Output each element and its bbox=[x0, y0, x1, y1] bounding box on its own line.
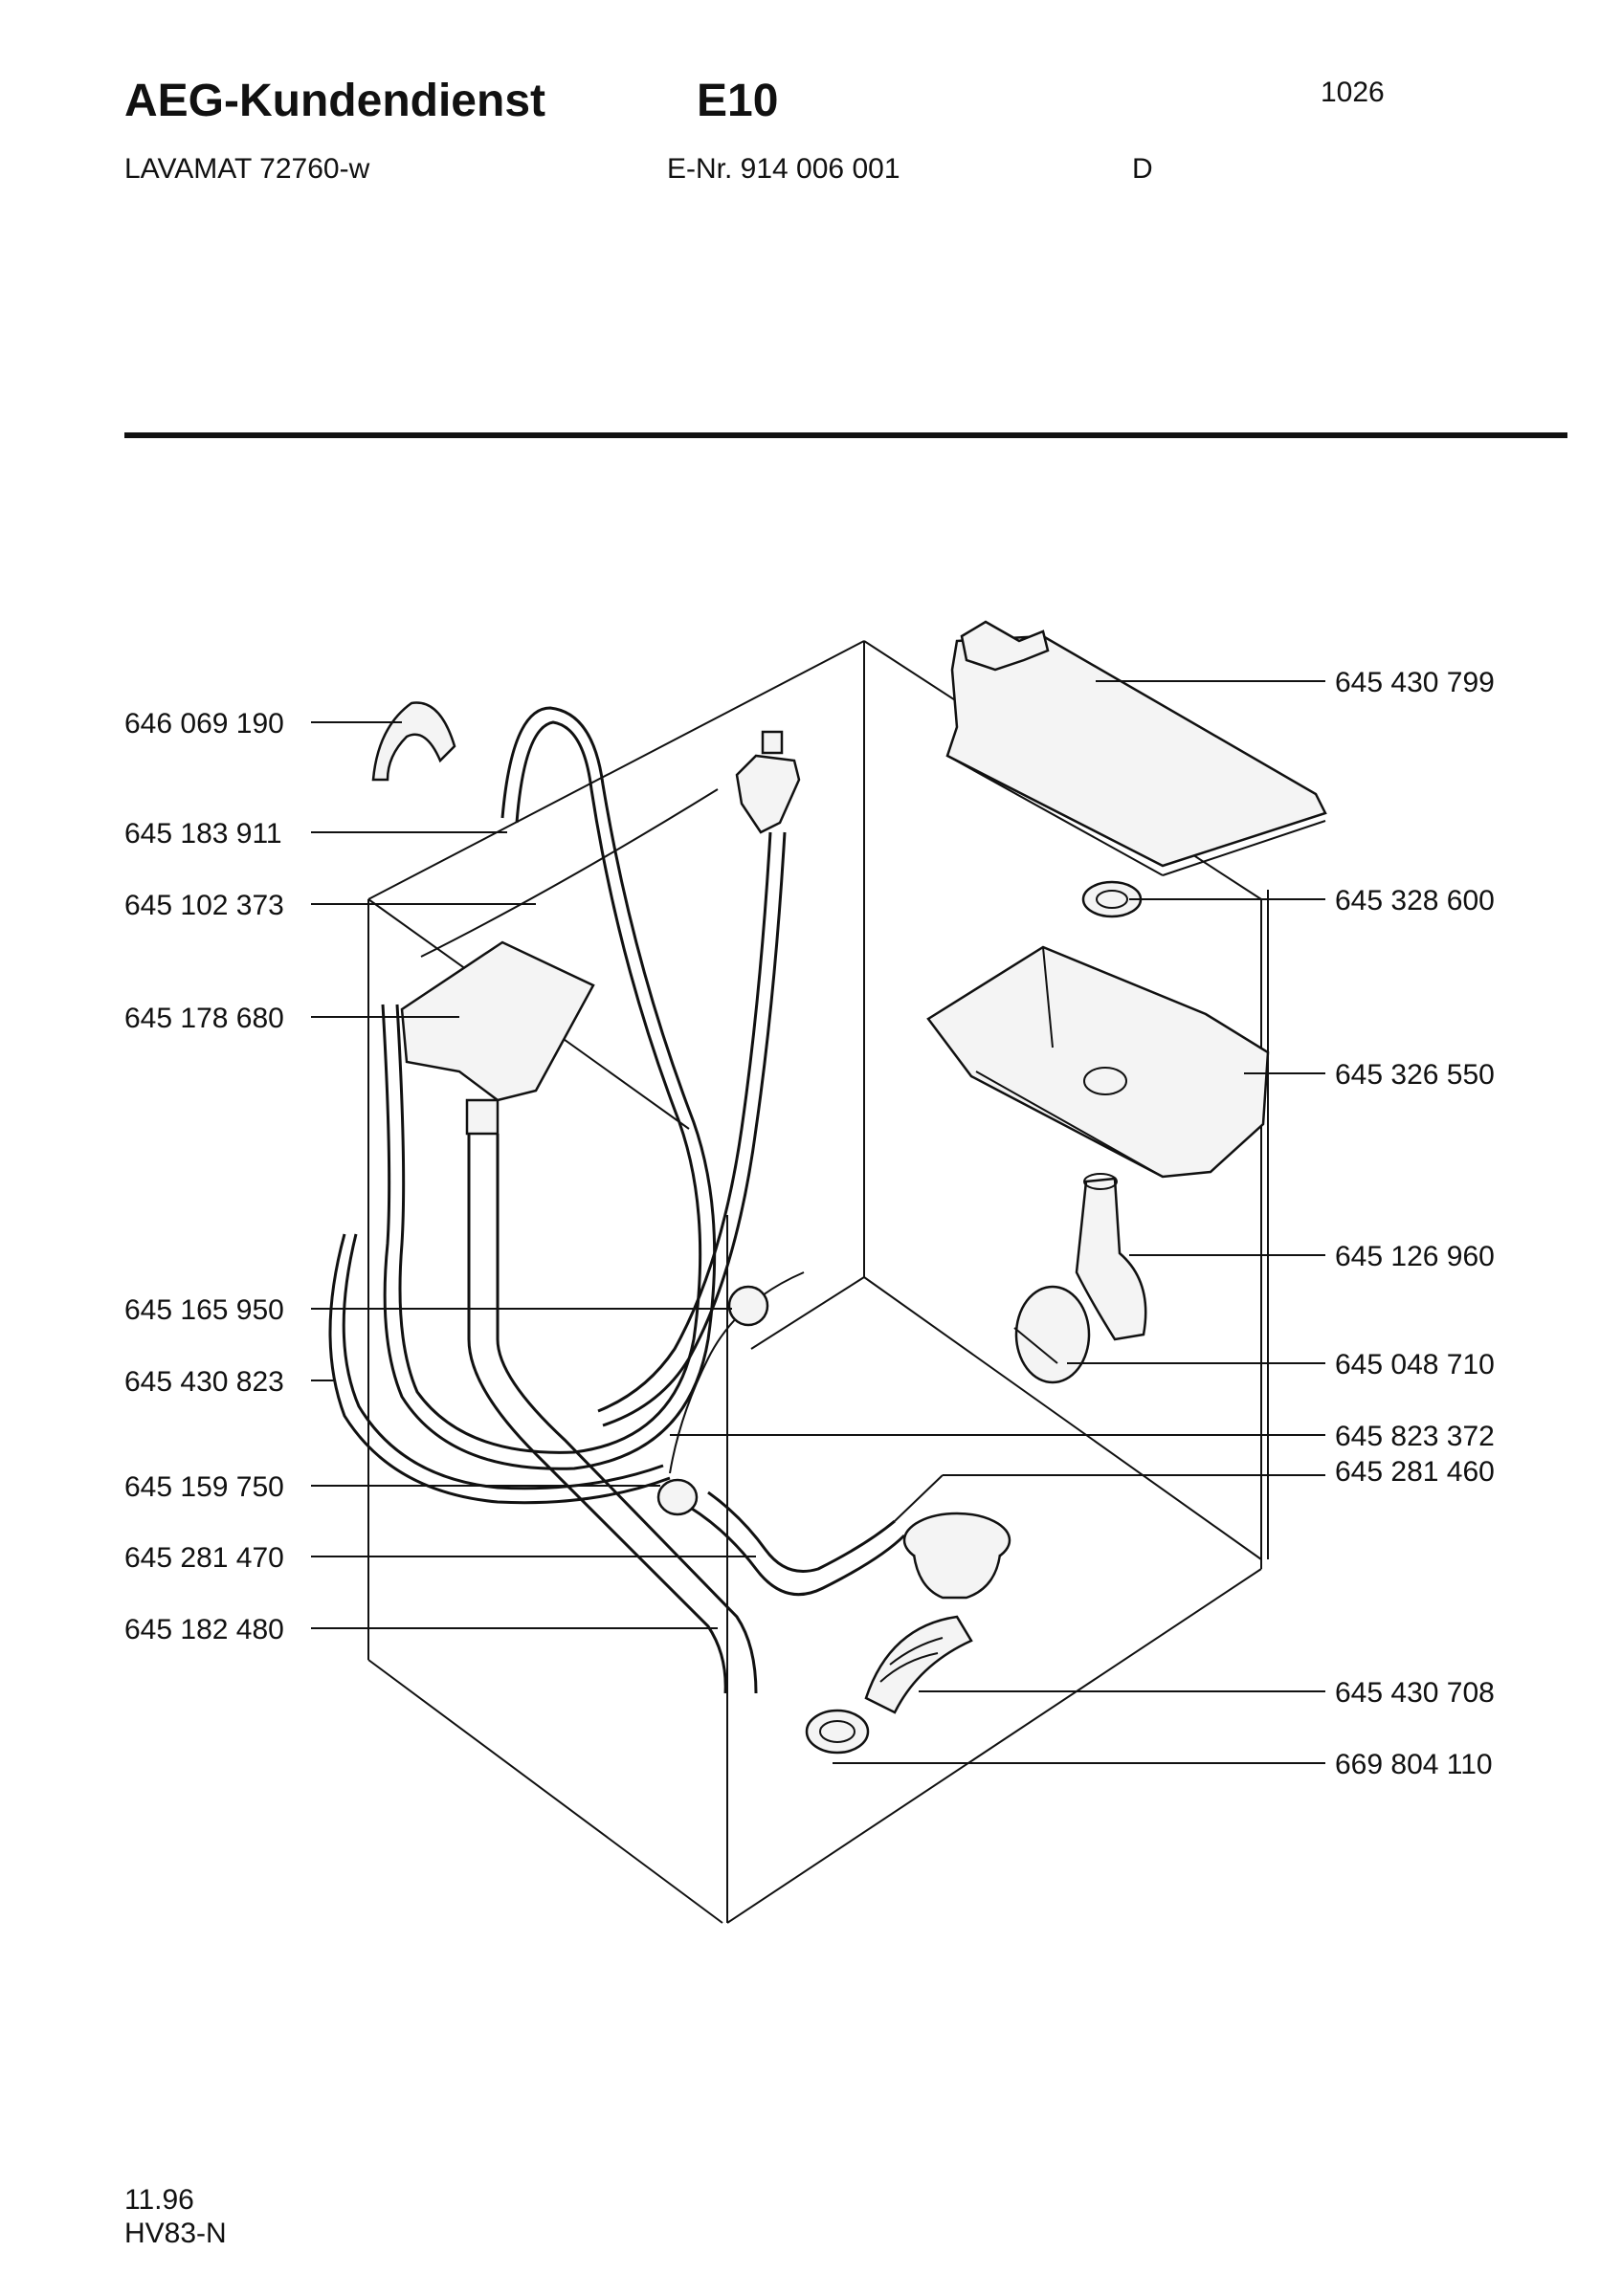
part-number: 645 048 710 bbox=[1335, 1349, 1495, 1380]
drain-pipe bbox=[467, 1134, 758, 1694]
solenoid-valve bbox=[735, 730, 801, 834]
part-number: 645 126 960 bbox=[1335, 1241, 1495, 1272]
inner-hose bbox=[597, 831, 787, 1427]
part-number: 645 182 480 bbox=[124, 1614, 284, 1645]
brand-title: AEG-Kundendienst bbox=[124, 76, 545, 126]
bellows bbox=[864, 1615, 973, 1714]
callouts-left bbox=[311, 721, 756, 1629]
part-number: 645 159 750 bbox=[124, 1471, 284, 1503]
part-number: 645 328 600 bbox=[1335, 885, 1495, 916]
model-name: LAVAMAT 72760-w bbox=[124, 153, 370, 185]
e-number: E-Nr. 914 006 001 bbox=[667, 153, 900, 185]
part-number: 669 804 110 bbox=[1335, 1749, 1493, 1780]
part-number: 645 326 550 bbox=[1335, 1059, 1495, 1091]
grommet bbox=[656, 1285, 769, 1516]
part-number: 645 178 680 bbox=[124, 1003, 284, 1034]
soap-box bbox=[400, 940, 595, 1136]
part-number: 645 183 911 bbox=[124, 818, 282, 850]
cabinet-frame bbox=[367, 640, 1269, 1924]
footer-code: HV83-N bbox=[124, 2218, 227, 2249]
part-number: 645 281 470 bbox=[124, 1542, 284, 1574]
hose-bracket bbox=[371, 701, 456, 782]
callouts-right bbox=[670, 680, 1325, 1764]
shutoff-disc bbox=[1013, 1285, 1091, 1384]
dispenser-cover bbox=[945, 620, 1327, 876]
part-number: 645 281 460 bbox=[1335, 1456, 1495, 1488]
part-number: 645 430 708 bbox=[1335, 1677, 1495, 1709]
language-code: D bbox=[1132, 153, 1153, 185]
header-rule bbox=[124, 432, 1567, 438]
fill-hose bbox=[381, 706, 717, 1470]
left-hose bbox=[328, 1233, 671, 1505]
part-number: 645 102 373 bbox=[124, 890, 284, 921]
part-number: 645 823 372 bbox=[1335, 1421, 1495, 1452]
footer-date: 11.96 bbox=[124, 2184, 194, 2216]
part-number: 645 430 799 bbox=[1335, 667, 1495, 698]
sheet-number: 1026 bbox=[1321, 77, 1385, 108]
drawer-housing bbox=[926, 945, 1270, 1179]
group-code: E10 bbox=[697, 76, 779, 126]
part-number: 645 430 823 bbox=[124, 1366, 284, 1398]
sump-housing bbox=[902, 1512, 1011, 1600]
elbow-hose bbox=[1075, 1173, 1147, 1341]
hose-clamp bbox=[805, 1709, 870, 1755]
part-number: 645 165 950 bbox=[124, 1294, 284, 1326]
part-number: 646 069 190 bbox=[124, 708, 284, 740]
drain-hose-bend bbox=[688, 1490, 906, 1597]
pressure-hose bbox=[420, 788, 805, 1474]
